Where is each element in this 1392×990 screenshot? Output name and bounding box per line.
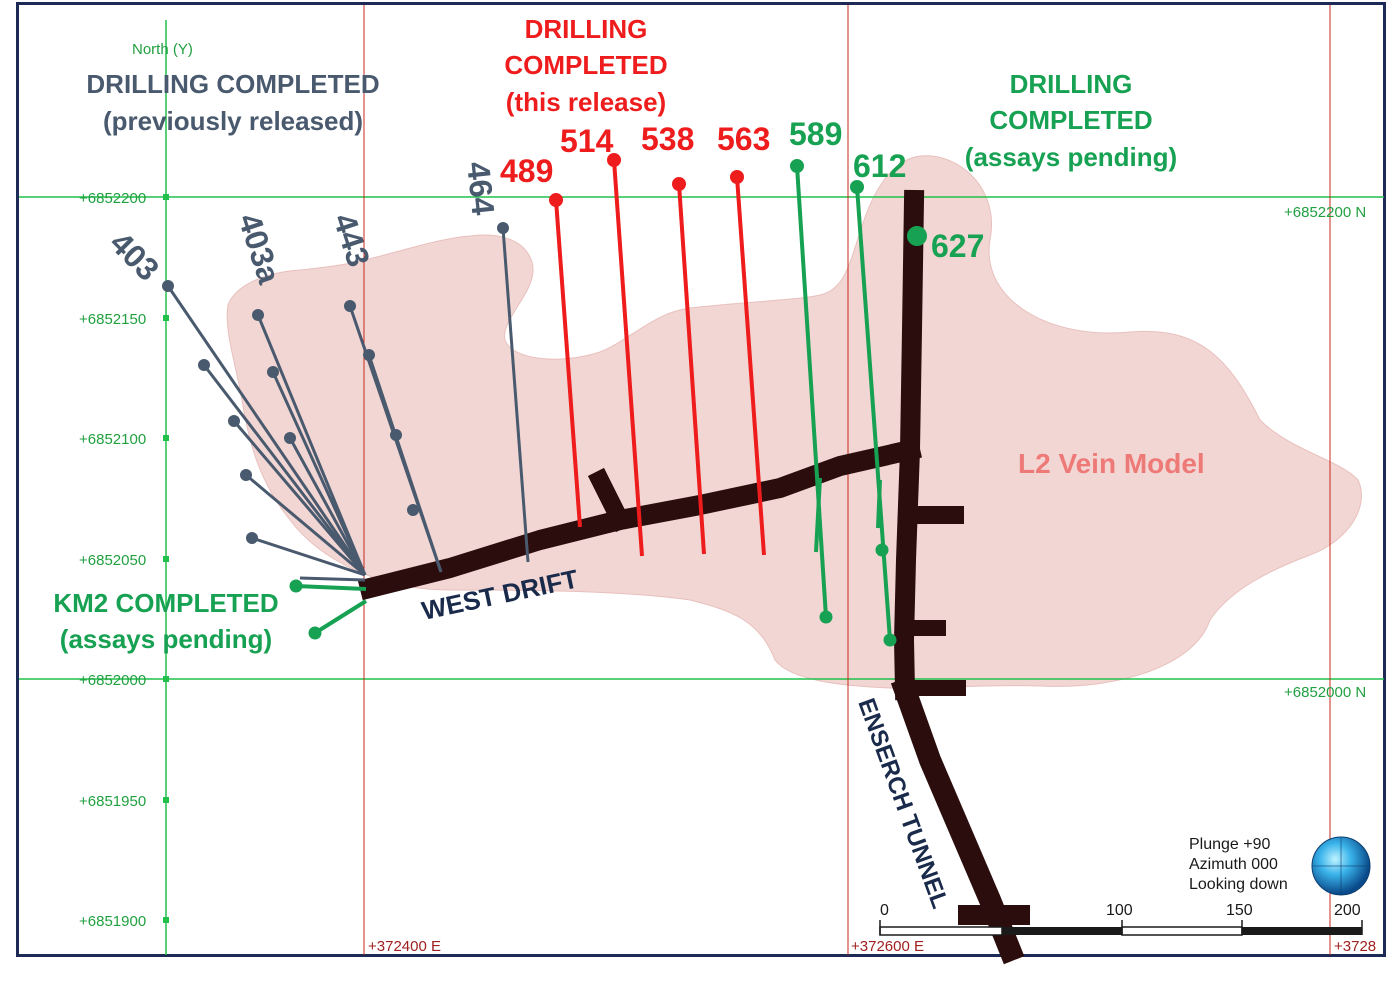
this-release-heading-2: COMPLETED [504,50,667,80]
legend-km2: KM2 COMPLETED (assays pending) [53,588,278,654]
northing-label: +6851900 [79,913,146,930]
pending-heading-2: COMPLETED [989,105,1152,135]
azimuth-text: Azimuth 000 [1189,856,1278,873]
northing-label: +6852100 [79,431,146,448]
northing-label-right: +6852000 N [1284,684,1366,701]
northing-label: +6851950 [79,793,146,810]
easting-label: +3728 [1334,938,1376,955]
northing-label: +6852050 [79,552,146,569]
hole-label-538[interactable]: 538 [641,121,694,157]
holes-previously-released [162,222,530,582]
west-drift [357,438,922,601]
previous-heading: DRILLING COMPLETED [86,69,379,99]
underground-workings [357,189,1030,965]
scale-label: 100 [1106,902,1133,919]
scale-label: 150 [1226,902,1253,919]
legend-previously-released: DRILLING COMPLETED (previously released) [86,69,379,136]
northing-label-right: +6852200 N [1284,204,1366,221]
hole-label-403a[interactable]: 403a [231,209,287,288]
this-release-subheading: (this release) [506,87,666,117]
hole-label-464[interactable]: 464 [460,160,501,217]
scale-label: 200 [1334,902,1361,919]
plunge-text: Plunge +90 [1189,836,1271,853]
km2-subheading: (assays pending) [60,624,272,654]
this-release-heading-1: DRILLING [525,14,648,44]
holes-this-release [549,153,766,557]
l2-vein-model-label: L2 Vein Model [1018,448,1205,479]
legend-this-release: DRILLING COMPLETED (this release) [504,14,667,117]
pending-subheading: (assays pending) [965,142,1177,172]
hole-label-514[interactable]: 514 [560,123,614,159]
easting-label: +372600 E [851,938,924,955]
hole-label-627[interactable]: 627 [931,228,984,264]
easting-labels: +372400 E +372600 E +3728 [368,938,1376,955]
scale-bar: 0 100 150 200 [879,902,1363,936]
hole-label-443[interactable]: 443 [326,209,377,271]
west-drift-crosscut [587,467,633,533]
north-axis-ticks [163,194,169,923]
easting-label: +372400 E [368,938,441,955]
north-axis-label: North (Y) [132,41,193,58]
hole-label-563[interactable]: 563 [717,121,770,157]
northing-label: +6852150 [79,311,146,328]
hole-label-589[interactable]: 589 [789,116,842,152]
looking-text: Looking down [1189,876,1288,893]
northing-label: +6852000 [79,672,146,689]
legend-assays-pending: DRILLING COMPLETED (assays pending) [965,69,1177,172]
holes-assays-pending [289,159,927,647]
scale-label: 0 [880,902,889,919]
globe-icon[interactable] [1311,836,1371,896]
hole-label-489[interactable]: 489 [500,153,553,189]
hole-label-612[interactable]: 612 [853,148,906,184]
northing-label: +6852200 [79,190,146,207]
main-drive [894,189,925,701]
previous-subheading: (previously released) [103,106,363,136]
l2-vein-model-shape [226,155,1362,689]
km2-heading: KM2 COMPLETED [53,588,278,618]
view-orientation: Plunge +90 Azimuth 000 Looking down [1189,836,1288,893]
hole-label-403[interactable]: 403 [103,224,166,287]
northing-labels: +6852200 +6852150 +6852100 +6852050 +685… [79,190,1366,930]
pending-heading-1: DRILLING [1010,69,1133,99]
